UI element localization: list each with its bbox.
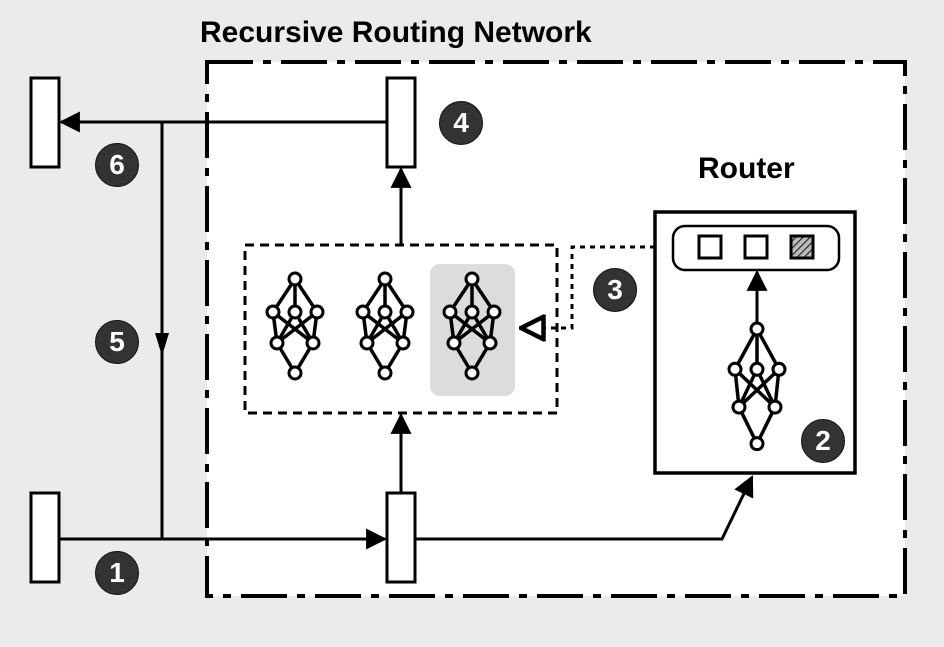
network-node: [749, 361, 765, 377]
output-block: [29, 76, 61, 169]
network-node: [771, 361, 787, 377]
inner-input-block: [385, 491, 417, 584]
network-node: [377, 271, 393, 287]
network-edge: [755, 328, 781, 371]
network-edge: [448, 310, 492, 345]
network-edge: [737, 367, 781, 409]
network-node: [287, 271, 303, 287]
router-title: Router: [698, 152, 795, 185]
network-node: [464, 365, 480, 381]
network-node: [395, 335, 411, 351]
network-node: [309, 304, 325, 320]
network-edge: [271, 310, 315, 345]
network-node: [727, 361, 743, 377]
network-node: [767, 399, 783, 415]
network-node: [287, 304, 303, 320]
network-node: [355, 304, 371, 320]
module-1-network-icon: [265, 271, 325, 381]
input-block: [29, 491, 61, 584]
step-badge-5: 5: [95, 320, 139, 364]
network-edge: [365, 310, 409, 345]
network-node: [305, 335, 321, 351]
network-edge: [275, 310, 319, 345]
module-2-network-icon: [355, 271, 415, 381]
network-node: [287, 365, 303, 381]
network-node: [482, 335, 498, 351]
network-node: [399, 304, 415, 320]
network-node: [749, 436, 765, 452]
inner-output-block: [385, 76, 417, 169]
module-3-network-icon: [442, 271, 502, 381]
network-node: [749, 321, 765, 337]
network-edge: [733, 367, 777, 409]
network-edge: [733, 328, 759, 371]
network-node: [486, 304, 502, 320]
network-node: [377, 304, 393, 320]
diagram-title: Recursive Routing Network: [200, 16, 592, 49]
step-badge-4: 4: [439, 101, 483, 145]
step-badge-2: 2: [801, 419, 845, 463]
step-badge-3: 3: [593, 268, 637, 312]
skip-down-arrow-icon: [155, 333, 169, 356]
router-network-icon: [727, 321, 787, 452]
network-node: [377, 365, 393, 381]
network-node: [446, 335, 462, 351]
router-choice-3-selected: [789, 234, 815, 260]
network-node: [269, 335, 285, 351]
network-node: [359, 335, 375, 351]
network-edge: [361, 310, 405, 345]
network-node: [464, 271, 480, 287]
step-badge-1: 1: [95, 551, 139, 595]
network-edge: [452, 310, 496, 345]
network-node: [265, 304, 281, 320]
network-node: [442, 304, 458, 320]
step-badge-6: 6: [95, 143, 139, 187]
network-node: [464, 304, 480, 320]
network-node: [731, 399, 747, 415]
router-choice-1: [697, 234, 723, 260]
edge-router-to-module-selection: [521, 245, 655, 328]
router-choice-2: [743, 234, 769, 260]
edge-inner-input-to-router: [415, 475, 754, 541]
